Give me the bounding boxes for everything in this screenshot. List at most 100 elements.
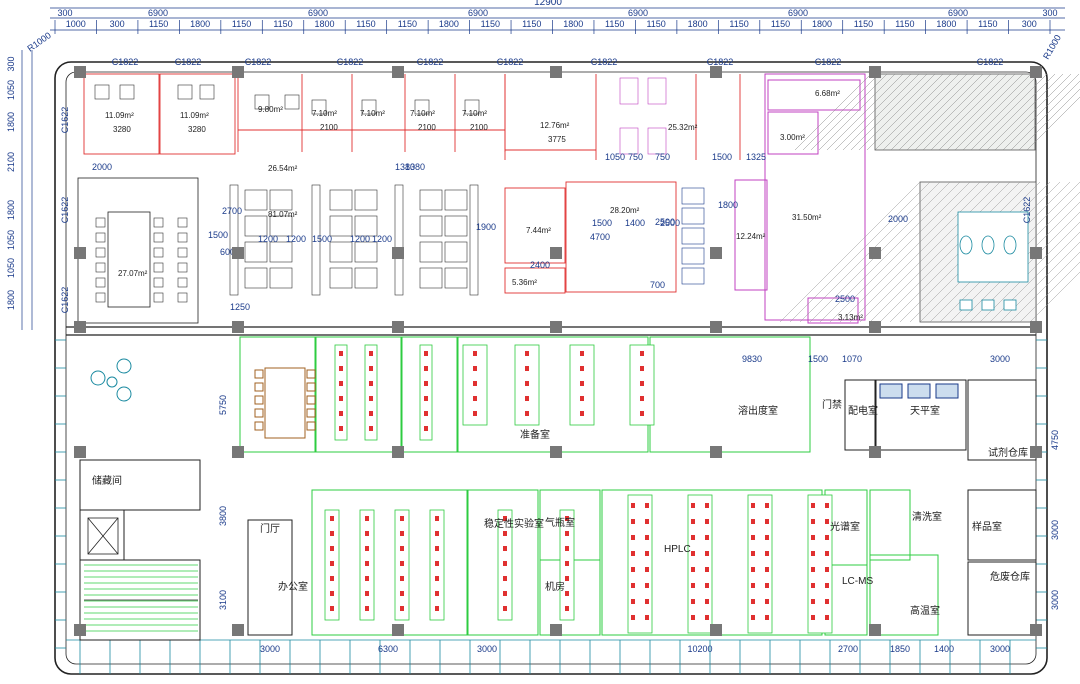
upper-dim-label: 1900 (476, 222, 496, 232)
column (1030, 624, 1042, 636)
equipment-marker (645, 599, 649, 604)
lab-bench (419, 344, 433, 441)
equipment-marker (424, 351, 428, 356)
conference-room (77, 177, 199, 324)
equipment-marker (751, 519, 755, 524)
office-chair (94, 84, 110, 100)
room-dim-label: 2100 (418, 123, 436, 132)
column (550, 446, 562, 458)
equipment-marker (435, 606, 439, 611)
lower-room-label: 危废仓库 (990, 570, 1030, 583)
equipment-marker (640, 411, 644, 416)
column (392, 247, 404, 259)
dim-minor-label: 1800 (190, 19, 210, 29)
equipment-marker (424, 396, 428, 401)
column (550, 624, 562, 636)
lower-dim-label: 2700 (838, 644, 858, 654)
dim-left-label: 1800 (6, 112, 16, 132)
equipment-marker (580, 351, 584, 356)
desk (329, 189, 353, 211)
window-label: C1822 (815, 57, 842, 67)
lab-benches (254, 344, 959, 634)
dim-major-label: 6900 (148, 8, 168, 18)
hatch-line (999, 241, 1080, 323)
equipment-marker (825, 583, 829, 588)
dim-major-label: 6900 (308, 8, 328, 18)
lower-dim-label: 1850 (890, 644, 910, 654)
overall-dimension: 12900 (534, 0, 562, 8)
window-label: C1822 (175, 57, 202, 67)
equipment-marker (339, 381, 343, 386)
window-label: C1822 (591, 57, 618, 67)
column (550, 321, 562, 333)
equipment-marker (339, 351, 343, 356)
equipment-marker (503, 516, 507, 521)
hatch-line (978, 73, 1056, 151)
room-area-label: 25.32m² (668, 123, 698, 132)
hatch-line (954, 73, 1032, 151)
lower-room-label: 光谱室 (830, 520, 860, 533)
equipment-marker (580, 381, 584, 386)
desk (419, 189, 443, 211)
equipment-marker (640, 396, 644, 401)
desk (354, 241, 378, 263)
equipment-marker (811, 519, 815, 524)
equipment-marker (631, 503, 635, 508)
dim-minor-label: 1150 (149, 19, 168, 29)
hatch-line (906, 73, 984, 151)
upper-dim-label: 2500 (655, 217, 675, 227)
hatch-line (1029, 271, 1080, 323)
upper-dim-label: 4700 (590, 232, 610, 242)
desk (444, 267, 468, 289)
column (1030, 446, 1042, 458)
equipment-marker (631, 535, 635, 540)
dim-minor-label: 1150 (398, 19, 417, 29)
equipment-marker (369, 396, 373, 401)
equipment-marker (365, 516, 369, 521)
hatch-line (802, 73, 880, 151)
dim-left-label: 1800 (6, 290, 16, 310)
lower-room-label: 准备室 (520, 428, 550, 441)
upper-dim-label: 1380 (405, 162, 425, 172)
upper-dim-label: 1325 (746, 152, 766, 162)
dim-minor-label: 300 (1022, 19, 1037, 29)
hatch-line (869, 181, 1011, 323)
equipment-marker (705, 519, 709, 524)
lower-room-label: 清洗室 (912, 510, 942, 523)
column (1030, 321, 1042, 333)
chair (153, 262, 164, 273)
room-area-label: 9.80m² (258, 105, 283, 114)
dim-minor-label: 1150 (895, 19, 914, 29)
equipment-marker (339, 396, 343, 401)
upper-dim-label: 1500 (208, 230, 228, 240)
equipment-marker (580, 411, 584, 416)
chair (177, 217, 188, 228)
upper-dim-label: 2500 (660, 218, 680, 228)
lower-room-label: 储藏间 (92, 474, 122, 487)
office-chair (464, 99, 480, 115)
desk (269, 189, 293, 211)
equipment-marker (631, 567, 635, 572)
equipment-marker (525, 396, 529, 401)
top-dimension-ticks (54, 20, 1051, 34)
chair (177, 262, 188, 273)
dim-minor-label: 1150 (356, 19, 375, 29)
equipment-marker (645, 535, 649, 540)
hatch-line (842, 73, 920, 151)
lower-room-label: 气瓶室 (545, 516, 575, 529)
equipment-marker (825, 567, 829, 572)
equipment-marker (369, 411, 373, 416)
lab-equipment (647, 127, 667, 155)
dim-minor-label: 1150 (771, 19, 790, 29)
equipment-marker (400, 546, 404, 551)
equipment-marker (339, 366, 343, 371)
dim-minor-label: 1150 (273, 19, 292, 29)
equipment-marker (330, 576, 334, 581)
lower-room-label: 办公室 (278, 580, 308, 593)
equipment-marker (435, 546, 439, 551)
chair (153, 292, 164, 303)
equipment-marker (369, 351, 373, 356)
chair (153, 247, 164, 258)
equipment-marker (751, 535, 755, 540)
hatch-line (779, 181, 921, 323)
